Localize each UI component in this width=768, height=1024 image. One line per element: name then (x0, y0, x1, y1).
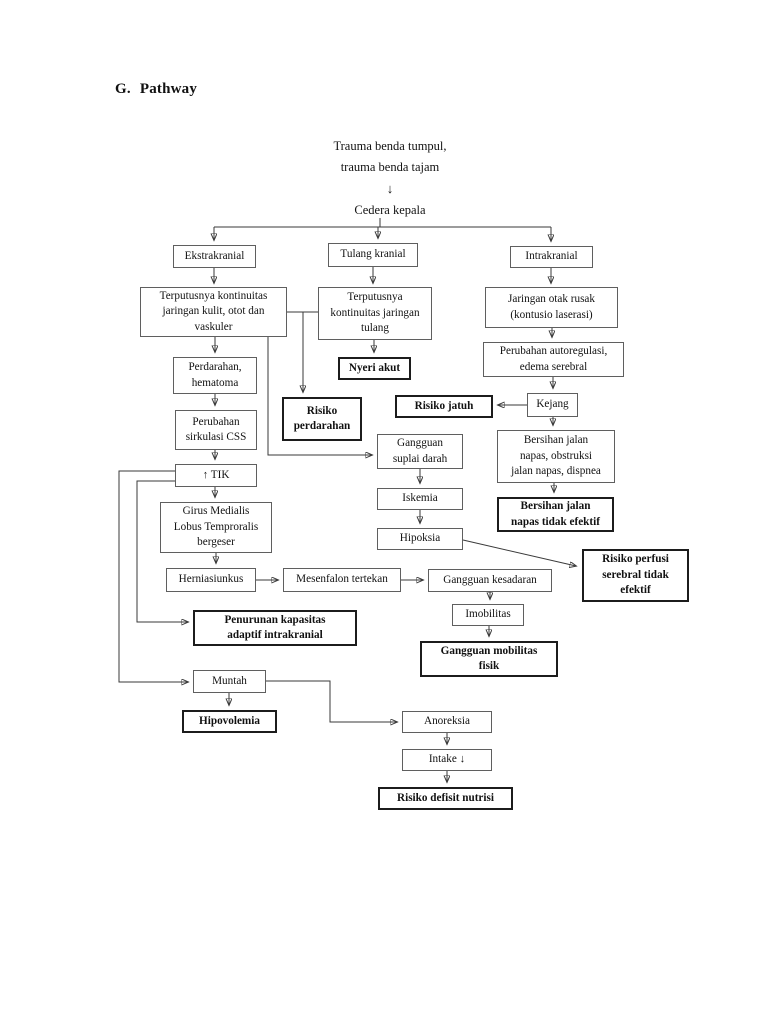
node-tulang-kranial: Tulang kranial (328, 243, 418, 267)
node-nyeri-akut: Nyeri akut (338, 357, 411, 380)
node-mesenfalon: Mesenfalon tertekan (283, 568, 401, 592)
node-perubahan-css: Perubahan sirkulasi CSS (175, 410, 257, 450)
intro-text-block: Trauma benda tumpul, trauma benda tajam … (280, 136, 500, 221)
node-bersihan-obstruksi: Bersihan jalan napas, obstruksi jalan na… (497, 430, 615, 483)
node-perdarahan-hematoma: Perdarahan, hematoma (173, 357, 257, 394)
node-anoreksia: Anoreksia (402, 711, 492, 733)
page-title-prefix: G. (115, 81, 131, 97)
node-risiko-perfusi: Risiko perfusi serebral tidak efektif (582, 549, 689, 602)
intro-line-2: trauma benda tajam (340, 160, 440, 174)
node-jaringan-otak: Jaringan otak rusak (kontusio laserasi) (485, 287, 618, 328)
node-ekstrakranial: Ekstrakranial (173, 245, 256, 268)
node-risiko-jatuh: Risiko jatuh (395, 395, 493, 418)
node-girus-medialis: Girus Medialis Lobus Temproralis bergese… (160, 502, 272, 553)
node-herniasiunkus: Herniasiunkus (166, 568, 256, 592)
page-title: G. Pathway (115, 81, 197, 98)
node-kejang: Kejang (527, 393, 578, 417)
node-bersihan-tidak-efektif: Bersihan jalan napas tidak efektif (497, 497, 614, 532)
node-intrakranial: Intrakranial (510, 246, 593, 268)
intro-result: Cedera kepala (354, 203, 426, 217)
intro-line-1: Trauma benda tumpul, (333, 139, 447, 153)
node-imobilitas: Imobilitas (452, 604, 524, 626)
node-hipoksia: Hipoksia (377, 528, 463, 550)
node-gangguan-suplai: Gangguan suplai darah (377, 434, 463, 469)
node-risiko-defisit: Risiko defisit nutrisi (378, 787, 513, 810)
node-iskemia: Iskemia (377, 488, 463, 510)
node-muntah: Muntah (193, 670, 266, 693)
edge-hipoksia-risiko-perfusi (462, 539, 576, 566)
node-perubahan-autoregulasi: Perubahan autoregulasi, edema serebral (483, 342, 624, 377)
node-gangguan-mobilitas: Gangguan mobilitas fisik (420, 641, 558, 677)
node-terputus-tulang: Terputusnya kontinuitas jaringan tulang (318, 287, 432, 340)
node-hipovolemia: Hipovolemia (182, 710, 277, 733)
edge-muntah-anoreksia (266, 680, 397, 722)
node-tik: ↑ TIK (175, 464, 257, 487)
page-title-text: Pathway (139, 81, 198, 97)
node-penurunan-kapasitas: Penurunan kapasitas adaptif intrakranial (193, 610, 357, 646)
node-terputus-kulit: Terputusnya kontinuitas jaringan kulit, … (140, 287, 287, 337)
node-gangguan-kesadaran: Gangguan kesadaran (428, 569, 552, 592)
down-arrow-glyph: ↓ (386, 181, 394, 196)
node-risiko-perdarahan: Risiko perdarahan (282, 397, 362, 441)
node-intake: Intake ↓ (402, 749, 492, 771)
